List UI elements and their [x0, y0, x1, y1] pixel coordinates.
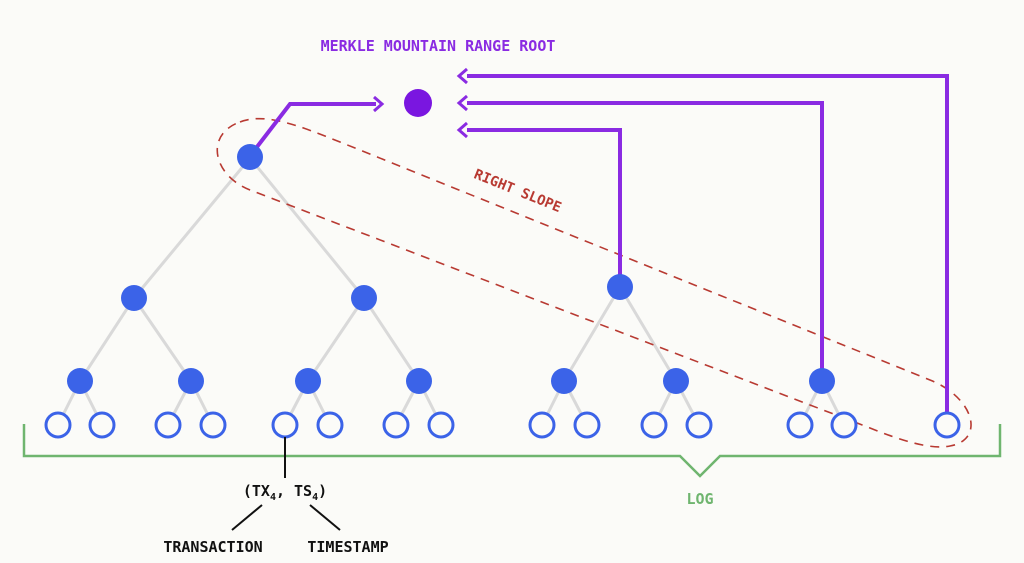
tree-edges	[56, 157, 846, 426]
arrow-head-icon	[456, 121, 468, 139]
right-slope-outline	[216, 117, 972, 448]
leaf-node	[786, 411, 814, 439]
arrow-head-icon	[373, 95, 385, 113]
tree-edge	[562, 286, 622, 382]
peak-node	[607, 274, 633, 300]
tree-node	[67, 368, 93, 394]
leaf-node	[933, 411, 961, 439]
leaf-node	[199, 411, 227, 439]
right-slope-label: RIGHT SLOPE	[472, 167, 564, 217]
tree-node	[406, 368, 432, 394]
leaf-node	[427, 411, 455, 439]
log-bracket	[22, 424, 1002, 478]
tree-node	[351, 285, 377, 311]
leaf-node	[88, 411, 116, 439]
timestamp-branch	[309, 504, 341, 531]
peak-link-big	[248, 102, 376, 158]
arrow-head-icon	[456, 67, 468, 85]
mmr-root-node	[404, 89, 432, 117]
peak-links	[248, 74, 949, 418]
leaf-node	[44, 411, 72, 439]
peak-node	[237, 144, 263, 170]
tree-edge	[306, 297, 366, 382]
leaf-node	[154, 411, 182, 439]
timestamp-label: TIMESTAMP	[307, 538, 388, 556]
tree-edge	[78, 297, 136, 382]
peak-link-medium	[467, 128, 622, 284]
log-label: LOG	[686, 490, 713, 508]
transaction-branch	[231, 504, 263, 531]
leaf-node	[640, 411, 668, 439]
tree-node	[178, 368, 204, 394]
tree-edge	[132, 297, 193, 382]
arrow-heads	[373, 67, 468, 139]
peak-node	[809, 368, 835, 394]
leaf-node	[830, 411, 858, 439]
leaf-tuple-label: (TX4, TS4)	[243, 482, 327, 503]
peak-link-small	[467, 101, 824, 378]
tree-edge	[362, 297, 421, 382]
leaf-node	[316, 411, 344, 439]
tree-node	[551, 368, 577, 394]
tree-node	[295, 368, 321, 394]
leaf-node	[573, 411, 601, 439]
tree-edge	[248, 157, 366, 299]
leaf-node	[685, 411, 713, 439]
transaction-label: TRANSACTION	[163, 538, 262, 556]
leaf-node	[528, 411, 556, 439]
tree-node	[663, 368, 689, 394]
leaf-node	[382, 411, 410, 439]
leaf-node	[271, 411, 299, 439]
arrow-head-icon	[456, 94, 468, 112]
tree-edge	[618, 286, 678, 382]
peak-link-leaf	[467, 74, 949, 418]
tree-edge	[132, 157, 252, 299]
tree-node	[121, 285, 147, 311]
diagram-title: MERKLE MOUNTAIN RANGE ROOT	[321, 37, 556, 55]
